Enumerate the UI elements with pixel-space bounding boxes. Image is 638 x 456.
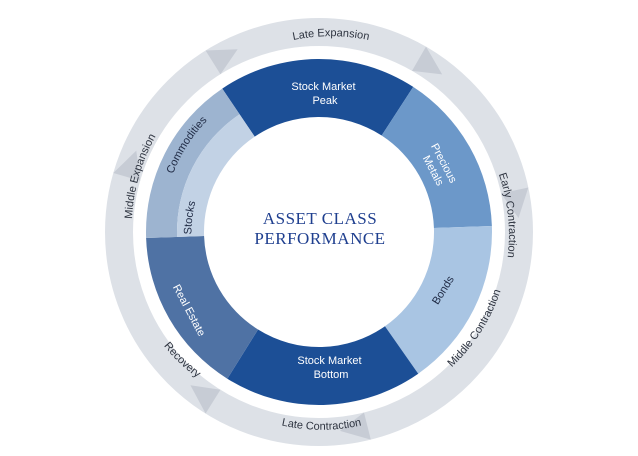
segment-stock-market-peak <box>222 59 414 137</box>
segment-precious-metals <box>381 86 492 228</box>
label-stock-market-bottom: Stock Market Bottom <box>297 355 364 381</box>
center-title-line-1: ASSET CLASS <box>263 209 377 228</box>
center-title: ASSET CLASS PERFORMANCE <box>254 209 385 248</box>
segment-bonds <box>384 225 493 374</box>
phase-arrow-1 <box>500 187 529 219</box>
outer-ring-arrows <box>113 46 529 440</box>
label-stocks: Stocks <box>182 199 198 234</box>
segment-stock-market-bottom <box>227 326 419 405</box>
label-stock-market-peak: Stock Market Peak <box>291 81 358 107</box>
phase-late-contraction: Late Contraction <box>281 417 362 433</box>
outer-ring <box>105 18 533 446</box>
center-title-line-2: PERFORMANCE <box>254 229 385 248</box>
asset-class-ring <box>146 59 493 405</box>
phase-arrow-3 <box>190 385 221 414</box>
segment-stocks <box>177 114 255 237</box>
phase-arrow-5 <box>205 49 238 75</box>
phase-arrow-2 <box>339 412 371 440</box>
segment-real-estate <box>146 236 259 379</box>
phase-arrow-6 <box>412 46 443 75</box>
phase-arrow-4 <box>113 150 141 181</box>
phase-late-expansion: Late Expansion <box>292 27 371 43</box>
segment-commodities <box>146 88 240 239</box>
